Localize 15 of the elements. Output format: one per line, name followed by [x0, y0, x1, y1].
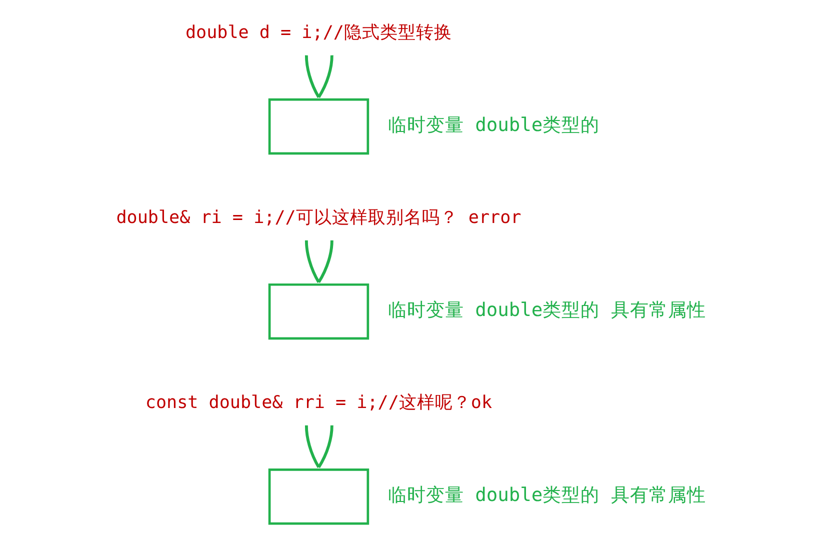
connector	[304, 55, 320, 98]
node-text: double d = i;//隐式类型转换	[184, 23, 452, 44]
connector	[316, 55, 333, 98]
node-box	[268, 283, 369, 340]
node-text: const double& rri = i;//这样呢？ok	[144, 393, 492, 414]
node-text: double& ri = i;//可以这样取别名吗？ error	[116, 208, 521, 228]
node-box	[268, 98, 369, 155]
node-label: 临时变量 double类型的	[387, 114, 600, 136]
node-label: 临时变量 double类型的 具有常属性	[387, 300, 706, 321]
connector	[304, 240, 320, 283]
connector	[316, 240, 333, 284]
connector	[304, 425, 320, 468]
node-label: 临时变量 double类型的 具有常属性	[387, 485, 706, 506]
node-box	[268, 468, 369, 525]
connector	[316, 425, 333, 468]
